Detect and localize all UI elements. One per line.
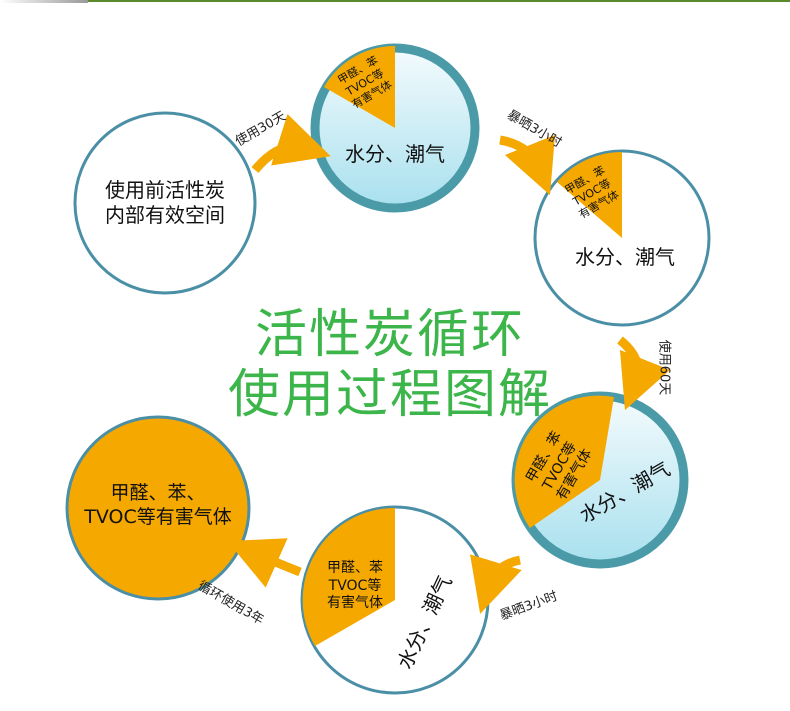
step-use60: 使用60天 bbox=[656, 339, 672, 396]
title-line2: 使用过程图解 bbox=[227, 365, 552, 425]
wedge-day60 bbox=[514, 395, 614, 528]
wedge-day30 bbox=[324, 46, 395, 128]
sun1-moisture: 水分、潮气 bbox=[575, 245, 675, 269]
arrow-1 bbox=[251, 114, 331, 173]
title-line1: 活性炭循环 bbox=[254, 305, 525, 365]
circle-harmful bbox=[65, 415, 251, 601]
final-harmful: 甲醛、苯、 TVOC等有害气体 bbox=[84, 482, 232, 528]
arrow-2 bbox=[499, 134, 556, 196]
start-text: 使用前活性炭 内部有效空间 bbox=[105, 178, 225, 227]
arrow-4 bbox=[470, 554, 522, 614]
wedge-sun2 bbox=[302, 507, 395, 646]
circle-start bbox=[73, 111, 257, 295]
header-fade bbox=[0, 0, 88, 3]
day30-moisture: 水分、潮气 bbox=[345, 142, 445, 166]
wedge-sun1 bbox=[557, 152, 622, 238]
arrow-3 bbox=[617, 336, 671, 411]
header-line bbox=[88, 0, 790, 2]
arrow-5 bbox=[227, 538, 302, 588]
sun2-harmful: 甲醛、苯 TVOC等 有害气体 bbox=[327, 560, 383, 611]
